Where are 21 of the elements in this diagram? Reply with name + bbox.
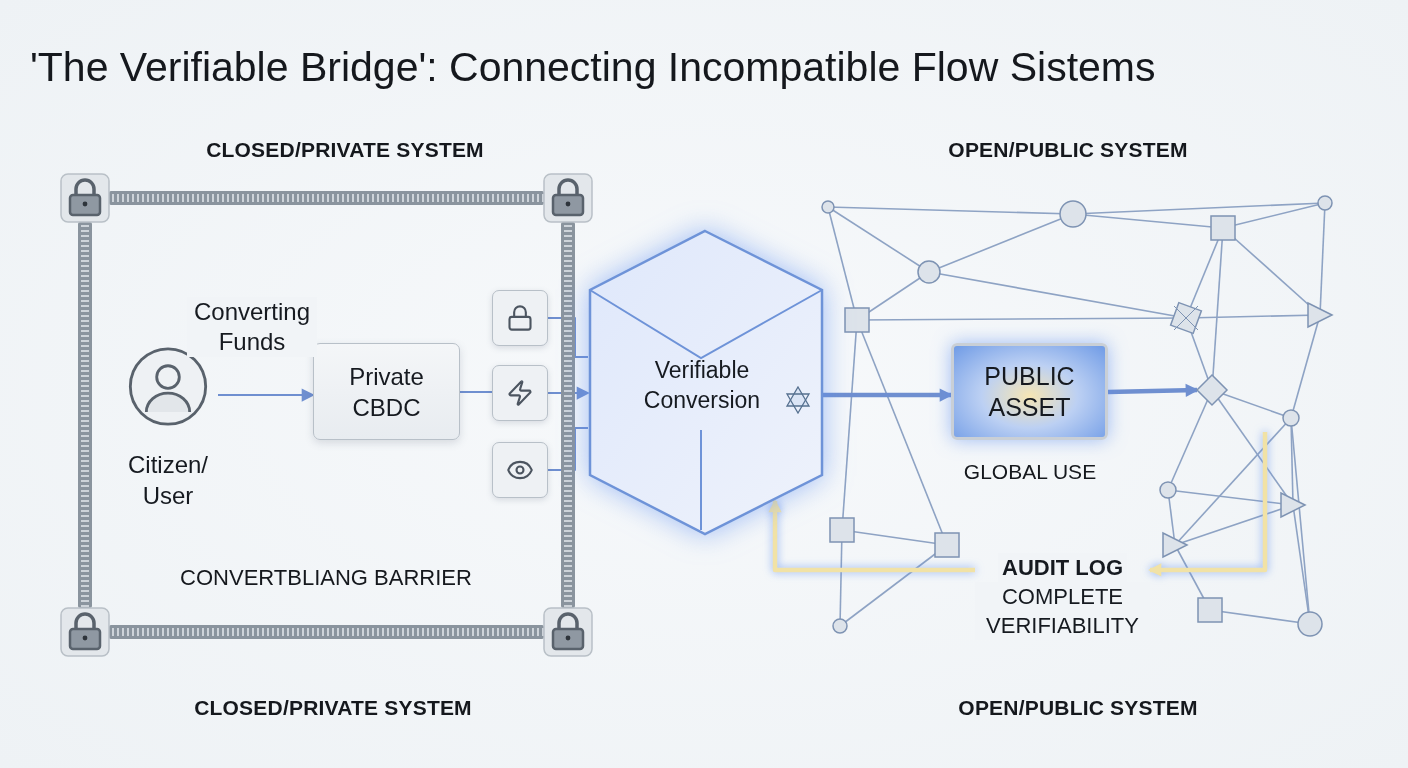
node-caption: GLOBAL USE — [963, 460, 1097, 484]
asset-box: PUBLIC ASSET — [951, 343, 1108, 440]
node-label: Verifiable Conversion — [642, 355, 762, 415]
section-heading: OPEN/PUBLIC SYSTEM — [948, 138, 1188, 162]
connector-line — [547, 427, 589, 471]
arrow — [768, 499, 975, 573]
arrow — [823, 388, 953, 402]
connector-line — [459, 391, 493, 393]
section-heading: OPEN/PUBLIC SYSTEM — [958, 696, 1198, 720]
barrier-label: CONVERTBLIANG BARRIER — [179, 564, 473, 592]
process-box: Private CBDC — [313, 343, 460, 440]
section-heading: CLOSED/PRIVATE SYSTEM — [206, 138, 484, 162]
section-heading: CLOSED/PRIVATE SYSTEM — [194, 696, 472, 720]
arrow — [217, 388, 315, 402]
arrow — [1107, 383, 1199, 397]
user-label: Citizen/ User — [127, 450, 209, 511]
icon-tile — [492, 365, 548, 421]
icon-tile — [492, 290, 548, 346]
icon-tile — [492, 442, 548, 498]
diagram-title: 'The Verifiable Bridge': Connecting Incompatible Flow Sistems — [30, 44, 1156, 91]
arrow — [1148, 432, 1268, 577]
